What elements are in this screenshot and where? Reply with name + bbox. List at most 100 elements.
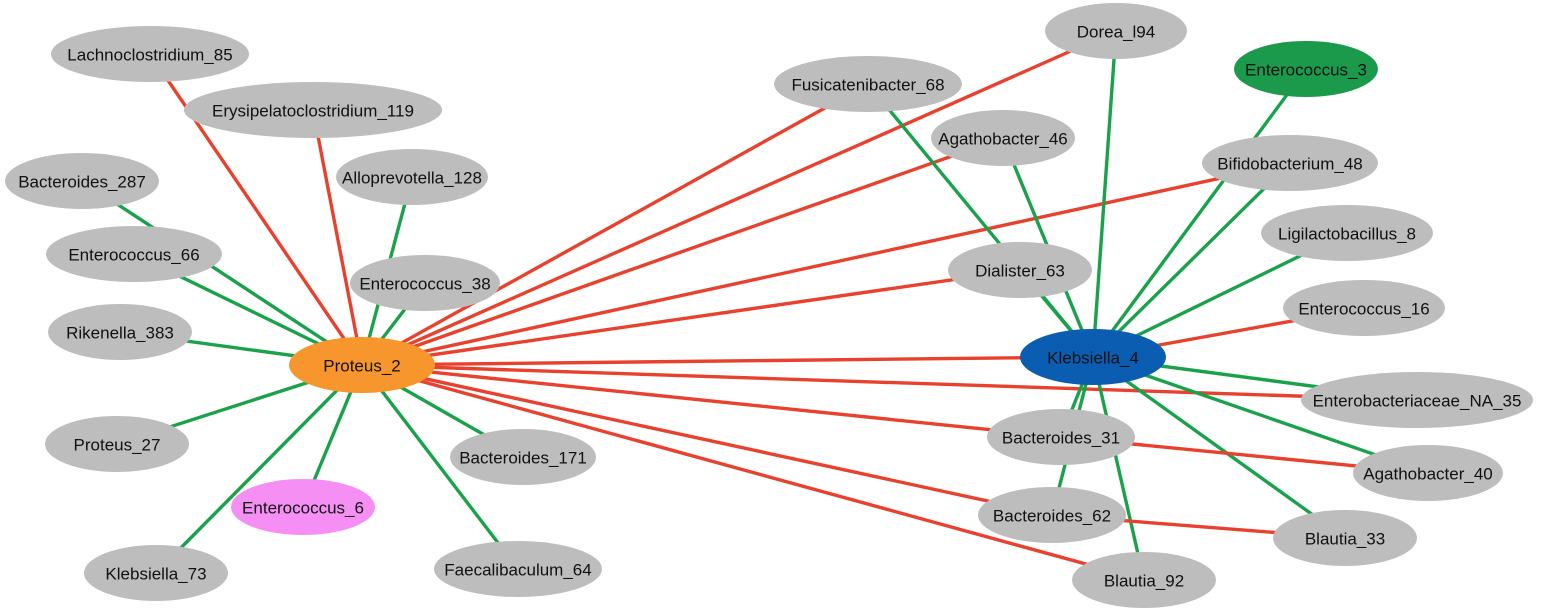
node-fusicatenibacter-68: Fusicatenibacter_68 (774, 56, 962, 112)
node-label: Klebsiella_73 (105, 565, 206, 584)
node-ellipse (1301, 372, 1533, 428)
edge-proteus-2-lachnoclostridium-85 (148, 53, 364, 366)
node-ellipse (1273, 510, 1417, 566)
nodes-layer: Lachnoclostridium_85Erysipelatoclostridi… (5, 3, 1533, 608)
node-proteus-27: Proteus_27 (45, 416, 189, 472)
node-agathobacter-40: Agathobacter_40 (1353, 445, 1503, 501)
node-erysipelatoclostridium-119: Erysipelatoclostridium_119 (184, 82, 442, 138)
node-ellipse (45, 416, 189, 472)
edge-klebsiella-4-dorea-l94 (1091, 30, 1118, 358)
edge-klebsiella-4-agathobacter-40 (1092, 355, 1429, 475)
node-label: Bacteroides_171 (459, 449, 587, 468)
edge-proteus-2-enterobacteriaceae-na-35 (361, 363, 1418, 402)
node-ellipse (774, 56, 962, 112)
node-ellipse (1202, 135, 1378, 191)
node-rikenella-383: Rikenella_383 (48, 304, 192, 360)
node-ellipse (48, 304, 192, 360)
node-bacteroides-171: Bacteroides_171 (450, 429, 596, 485)
node-ellipse (1353, 445, 1503, 501)
node-ellipse (1045, 3, 1187, 59)
node-ellipse (434, 541, 602, 597)
node-ellipse (1072, 552, 1216, 608)
node-label: Rikenella_383 (66, 324, 174, 343)
node-enterococcus-6: Enterococcus_6 (231, 479, 375, 535)
edge-proteus-2-klebsiella-73 (154, 363, 364, 575)
edge-proteus-2-agathobacter-46 (361, 136, 1004, 367)
edge-klebsiella-4-enterococcus-3 (1091, 67, 1308, 359)
edge-proteus-2-dialister-63 (361, 268, 1021, 367)
node-ellipse (948, 242, 1092, 298)
node-ellipse (1234, 41, 1378, 97)
edge-proteus-2-blautia-92 (361, 363, 1145, 582)
node-label: Fusicatenibacter_68 (791, 76, 944, 95)
node-ellipse (46, 226, 222, 282)
node-label: Agathobacter_40 (1363, 465, 1493, 484)
node-bacteroides-62: Bacteroides_62 (978, 487, 1126, 543)
node-label: Lachnoclostridium_85 (67, 46, 232, 65)
node-label: Enterococcus_66 (68, 246, 199, 265)
edge-proteus-2-dorea-l94 (361, 29, 1117, 367)
node-ellipse (1020, 329, 1166, 385)
node-label: Alloprevotella_128 (342, 169, 482, 188)
node-ellipse (51, 26, 249, 82)
node-label: Ligilactobacillus_8 (1278, 225, 1416, 244)
node-label: Klebsiella_4 (1047, 349, 1139, 368)
node-ellipse (5, 153, 159, 209)
node-ellipse (184, 82, 442, 138)
node-label: Enterobacteriaceae_NA_35 (1313, 392, 1522, 411)
node-agathobacter-46: Agathobacter_46 (931, 110, 1075, 166)
node-ellipse (987, 409, 1135, 465)
node-label: Agathobacter_46 (938, 130, 1068, 149)
node-ellipse (1283, 280, 1445, 336)
node-label: Enterococcus_38 (359, 275, 490, 294)
node-label: Bifidobacterium_48 (1217, 155, 1363, 174)
node-label: Proteus_27 (74, 436, 161, 455)
node-label: Bacteroides_31 (1002, 429, 1120, 448)
node-label: Blautia_92 (1104, 572, 1184, 591)
node-label: Erysipelatoclostridium_119 (212, 102, 414, 121)
node-klebsiella-73: Klebsiella_73 (84, 545, 228, 601)
edge-klebsiella-4-blautia-92 (1091, 356, 1146, 581)
node-klebsiella-4: Klebsiella_4 (1020, 329, 1166, 385)
node-ellipse (1261, 205, 1433, 261)
node-ellipse (350, 255, 500, 311)
node-ellipse (450, 429, 596, 485)
node-label: Enterococcus_3 (1245, 61, 1367, 80)
node-enterococcus-66: Enterococcus_66 (46, 226, 222, 282)
node-proteus-2: Proteus_2 (289, 337, 435, 393)
node-label: Enterococcus_6 (242, 499, 364, 518)
node-enterococcus-16: Enterococcus_16 (1283, 280, 1445, 336)
node-label: Faecalibaculum_64 (444, 561, 591, 580)
node-ellipse (289, 337, 435, 393)
node-ellipse (84, 545, 228, 601)
node-lachnoclostridium-85: Lachnoclostridium_85 (51, 26, 249, 82)
node-label: Blautia_33 (1305, 530, 1385, 549)
node-alloprevotella-128: Alloprevotella_128 (336, 149, 488, 205)
node-label: Bacteroides_62 (993, 507, 1111, 526)
node-dorea-l94: Dorea_l94 (1045, 3, 1187, 59)
node-bifidobacterium-48: Bifidobacterium_48 (1202, 135, 1378, 191)
edge-proteus-2-faecalibaculum-64 (360, 363, 520, 571)
node-enterococcus-38: Enterococcus_38 (350, 255, 500, 311)
node-label: Dialister_63 (975, 262, 1065, 281)
edge-klebsiella-4-blautia-33 (1092, 355, 1346, 540)
node-blautia-92: Blautia_92 (1072, 552, 1216, 608)
node-ligilactobacillus-8: Ligilactobacillus_8 (1261, 205, 1433, 261)
node-label: Enterococcus_16 (1298, 300, 1429, 319)
node-enterococcus-3: Enterococcus_3 (1234, 41, 1378, 97)
node-ellipse (336, 149, 488, 205)
node-faecalibaculum-64: Faecalibaculum_64 (434, 541, 602, 597)
node-enterobacteriaceae-na-35: Enterobacteriaceae_NA_35 (1301, 372, 1533, 428)
node-label: Dorea_l94 (1077, 23, 1155, 42)
node-ellipse (931, 110, 1075, 166)
edge-proteus-2-bifidobacterium-48 (361, 161, 1291, 367)
node-dialister-63: Dialister_63 (948, 242, 1092, 298)
edge-proteus-2-erysipelatoclostridium-119 (311, 109, 364, 366)
node-label: Bacteroides_287 (18, 173, 146, 192)
edge-proteus-2-bacteroides-62 (361, 363, 1053, 517)
edge-proteus-2-fusicatenibacter-68 (361, 82, 869, 367)
edge-proteus-2-bacteroides-31 (361, 363, 1062, 439)
edge-proteus-2-bacteroides-287 (81, 179, 363, 367)
edge-proteus-2-klebsiella-4 (361, 355, 1094, 367)
